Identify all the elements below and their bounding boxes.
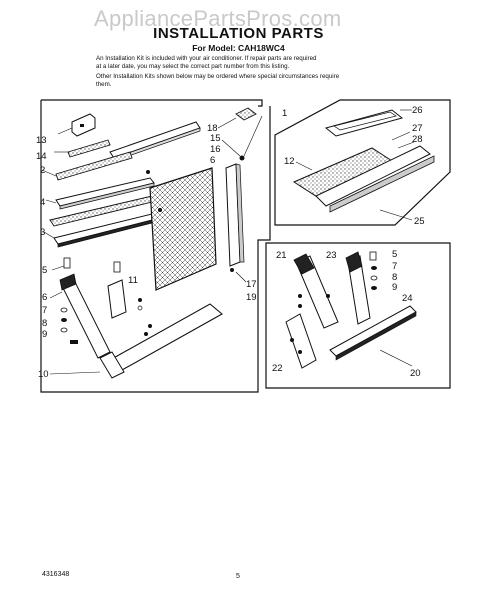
part-5-screw	[51, 257, 71, 271]
document-number: 4316348	[42, 571, 70, 578]
callout-9: 9	[42, 329, 47, 340]
callout-12: 12	[284, 156, 295, 167]
callout-5b: 5	[392, 249, 397, 260]
part-11-side-bracket	[107, 261, 152, 336]
callout-10: 10	[38, 369, 49, 380]
note-line-1: An Installation Kit is included with you…	[96, 55, 317, 62]
callout-8: 8	[42, 318, 47, 329]
callout-23: 23	[326, 250, 337, 261]
part-6-support-bracket	[49, 273, 111, 359]
callout-25: 25	[414, 216, 425, 227]
part-25-leader	[379, 209, 413, 221]
callout-8b: 8	[392, 272, 397, 283]
callout-19: 19	[246, 292, 257, 303]
callout-15: 15	[210, 133, 221, 144]
callout-14: 14	[36, 151, 47, 162]
callout-2: 2	[40, 165, 45, 176]
part-14-strip	[54, 139, 111, 158]
callout-4: 4	[40, 197, 45, 208]
callout-13: 13	[36, 135, 47, 146]
part-22-rail	[285, 313, 317, 369]
callout-18: 18	[207, 123, 218, 134]
note-line-3: Other Installation Kits shown below may …	[96, 73, 340, 80]
callout-1: 1	[282, 108, 287, 119]
part-17-screw	[230, 268, 247, 283]
callout-26: 26	[412, 105, 423, 116]
callout-6b: 6	[210, 155, 215, 166]
model-subtitle: For Model: CAH18WC4	[192, 43, 285, 53]
part-21-bracket	[293, 253, 339, 329]
part-13-bracket	[57, 113, 96, 137]
main-frame	[41, 99, 263, 107]
callout-17: 17	[246, 279, 257, 290]
side-curtain-panel	[146, 167, 217, 291]
page-number: 5	[236, 573, 240, 580]
callout-5: 5	[42, 265, 47, 276]
part-7-8-9-fasteners-left	[60, 307, 78, 344]
part-10-support-leg	[49, 303, 223, 379]
callout-11: 11	[128, 275, 138, 286]
part-24-rail	[329, 305, 417, 361]
part-1-side-rail	[225, 115, 263, 267]
part-26-gasket	[324, 109, 412, 137]
callout-22: 22	[272, 363, 283, 374]
callout-7b: 7	[392, 261, 397, 272]
note-line-2: at a later date, you may select the corr…	[96, 63, 290, 70]
part-2-foam-strip	[41, 151, 133, 181]
page-title: INSTALLATION PARTS	[153, 25, 324, 42]
callout-24: 24	[402, 293, 413, 304]
part-5-7-8-9-fasteners-right	[298, 251, 378, 308]
part-15-screw	[221, 139, 245, 161]
watermark: AppliancePartsPros.com	[94, 6, 342, 31]
callout-27: 27	[412, 123, 423, 134]
filter-panel-frame	[274, 99, 451, 226]
part-20-leader	[379, 349, 413, 367]
callout-28: 28	[412, 134, 423, 145]
note-line-4: them.	[96, 81, 112, 88]
bracket-panel-frame	[265, 242, 451, 389]
callout-21: 21	[276, 250, 287, 261]
callout-16: 16	[210, 144, 221, 155]
part-18-pad	[217, 107, 257, 129]
main-frame-body	[40, 100, 271, 393]
callout-20: 20	[410, 368, 421, 379]
callout-9b: 9	[392, 282, 397, 293]
top-sill-strip	[109, 121, 201, 162]
callout-3: 3	[40, 227, 45, 238]
callout-6: 6	[42, 292, 47, 303]
callout-7: 7	[42, 305, 47, 316]
part-27-28-frame	[315, 131, 435, 213]
part-4-channel	[45, 177, 155, 210]
part-23-bracket	[345, 251, 371, 325]
